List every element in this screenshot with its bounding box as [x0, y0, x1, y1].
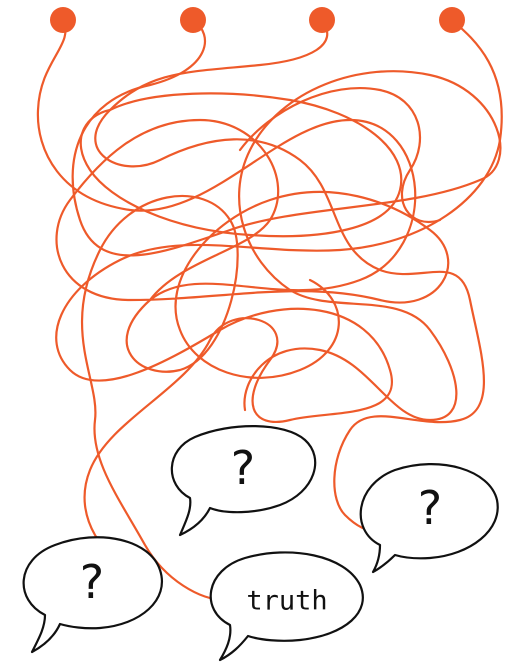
start-dots	[50, 7, 465, 33]
speech-bubble-truth: truth	[211, 552, 363, 660]
speech-bubble-bottom-left: ?	[24, 537, 162, 652]
tangle-line-1	[38, 20, 415, 600]
start-dot-4	[439, 7, 465, 33]
bubble-text: ?	[231, 441, 255, 495]
start-dot-1	[50, 7, 76, 33]
start-dot-2	[180, 7, 206, 33]
bubble-text: ?	[80, 555, 104, 609]
bubble-text: ?	[418, 481, 442, 535]
bubble-text-truth: truth	[246, 586, 327, 617]
speech-bubble-top-center: ?	[172, 426, 315, 535]
speech-bubble-right: ?	[361, 464, 498, 572]
tangle-line-7	[240, 88, 440, 222]
start-dot-3	[309, 7, 335, 33]
